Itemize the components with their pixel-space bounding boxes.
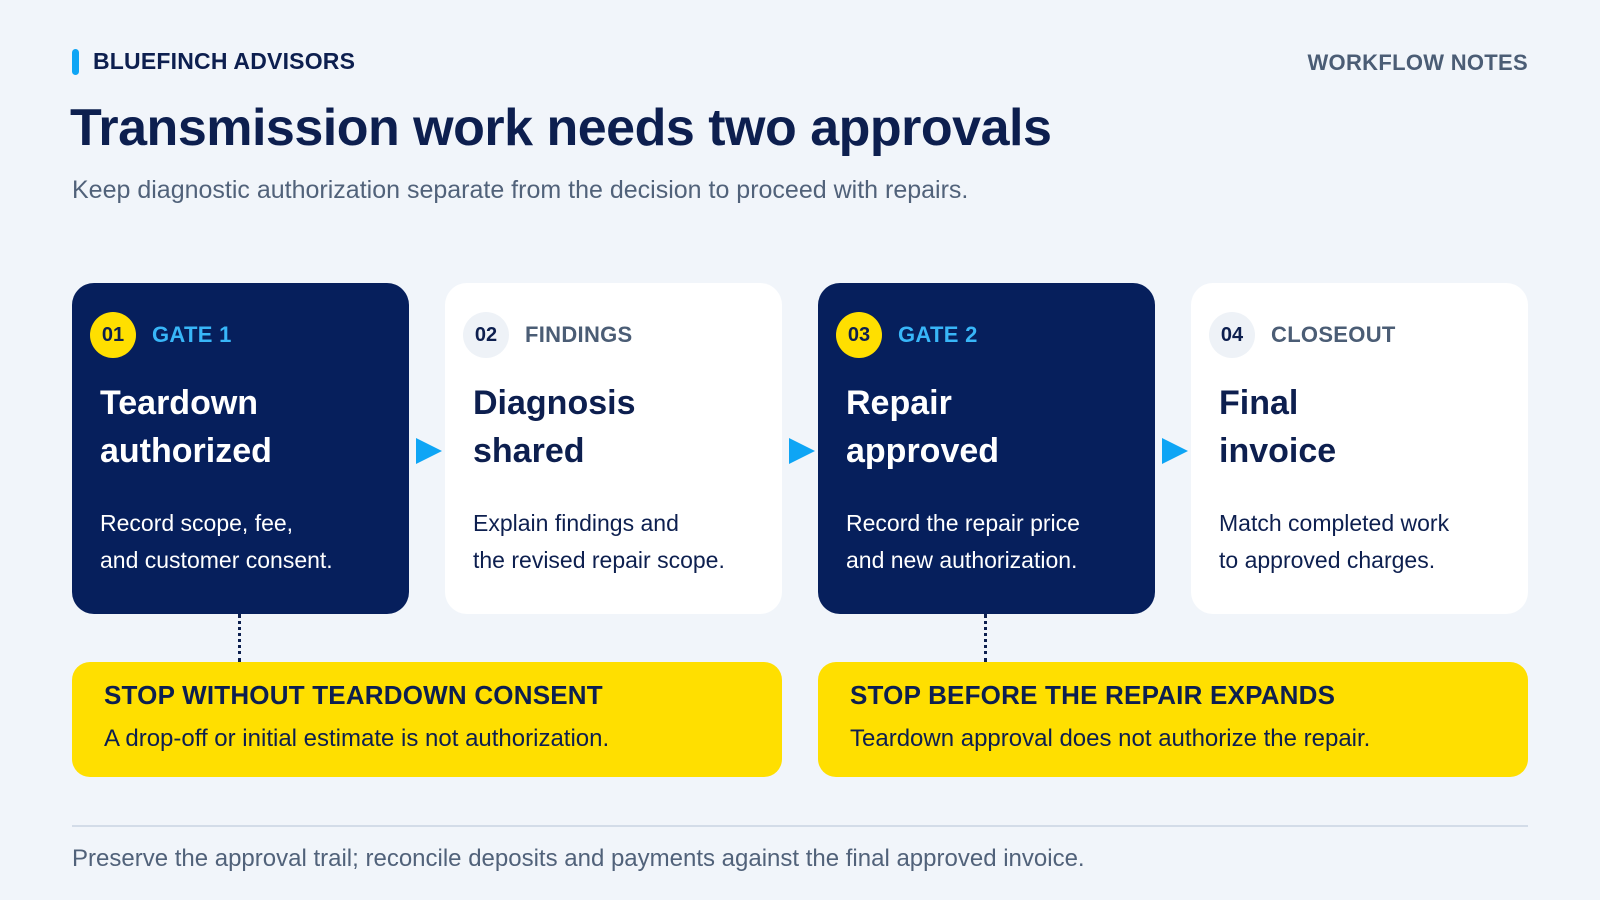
flow-arrow-icon: [1162, 438, 1188, 464]
step-number-badge: 04: [1209, 312, 1255, 358]
step-number-badge: 02: [463, 312, 509, 358]
footer-note: Preserve the approval trail; reconcile d…: [72, 845, 1085, 872]
section-label: WORKFLOW NOTES: [1307, 50, 1528, 75]
page-subtitle: Keep diagnostic authorization separate f…: [72, 176, 969, 204]
step-tag: CLOSEOUT: [1271, 322, 1396, 347]
brand: BLUEFINCH ADVISORS: [72, 48, 355, 75]
step-tag: GATE 2: [898, 322, 978, 347]
flow-arrow-icon: [416, 438, 442, 464]
step-number-badge: 03: [836, 312, 882, 358]
stop-text: A drop-off or initial estimate is not au…: [104, 725, 610, 752]
dotted-connector: [984, 614, 987, 662]
footer-divider: [72, 825, 1528, 827]
step-number-badge: 01: [90, 312, 136, 358]
step-tag: FINDINGS: [525, 322, 633, 347]
step-tag: GATE 1: [152, 322, 232, 347]
stop-text: Teardown approval does not authorize the…: [850, 725, 1371, 752]
brand-name: BLUEFINCH ADVISORS: [93, 48, 356, 74]
stop-title: STOP BEFORE THE REPAIR EXPANDS: [850, 680, 1336, 710]
stop-callout-repair: STOP BEFORE THE REPAIR EXPANDS Teardown …: [818, 662, 1528, 777]
page-title: Transmission work needs two approvals: [70, 99, 1052, 157]
stop-title: STOP WITHOUT TEARDOWN CONSENT: [104, 680, 603, 710]
brand-accent-bar: [72, 48, 79, 75]
stop-callout-teardown: STOP WITHOUT TEARDOWN CONSENT A drop-off…: [72, 662, 782, 777]
flow-arrow-icon: [789, 438, 815, 464]
step-description: Record scope, fee,and customer consent.: [100, 510, 333, 573]
dotted-connector: [238, 614, 241, 662]
